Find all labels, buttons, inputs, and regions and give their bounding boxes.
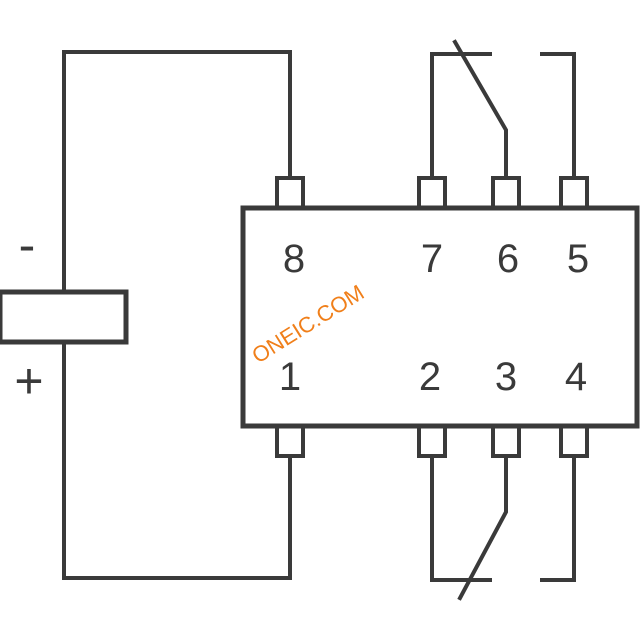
- pin-8-lead: [275, 176, 305, 210]
- pin-4-lead: [559, 424, 589, 458]
- pin-label-8: 8: [283, 237, 305, 281]
- coil-symbol: [0, 289, 129, 345]
- coil-wire-bottom: [62, 341, 292, 580]
- upper-contact-pin5-bracket: [540, 52, 576, 180]
- coil-minus-label: -: [19, 217, 36, 273]
- pin-label-6: 6: [497, 237, 519, 281]
- top-pins: [275, 176, 589, 210]
- coil-circuit: - +: [0, 50, 292, 580]
- upper-contact-pin7-wire: [430, 52, 492, 180]
- coil-plus-label: +: [14, 353, 43, 409]
- lower-switch: [430, 454, 576, 601]
- pin-7-lead: [417, 176, 447, 210]
- pin-6-lead: [491, 176, 521, 210]
- relay-body: [240, 205, 640, 429]
- coil-wire-top: [62, 50, 292, 294]
- pin-5-lead: [559, 176, 589, 210]
- pin-label-3: 3: [495, 355, 517, 399]
- pin-label-1: 1: [279, 355, 301, 399]
- pin-1-lead: [275, 424, 305, 458]
- pin-label-4: 4: [565, 355, 587, 399]
- lower-switch-arm: [457, 454, 508, 601]
- pin-label-2: 2: [419, 355, 441, 399]
- upper-switch: [430, 39, 576, 180]
- pin-2-lead: [417, 424, 447, 458]
- pin-3-lead: [491, 424, 521, 458]
- pin-label-5: 5: [567, 237, 589, 281]
- upper-switch-arm: [452, 39, 508, 180]
- bottom-pins: [275, 424, 589, 458]
- pin-label-7: 7: [421, 237, 443, 281]
- lower-contact-pin4-bracket: [540, 454, 576, 582]
